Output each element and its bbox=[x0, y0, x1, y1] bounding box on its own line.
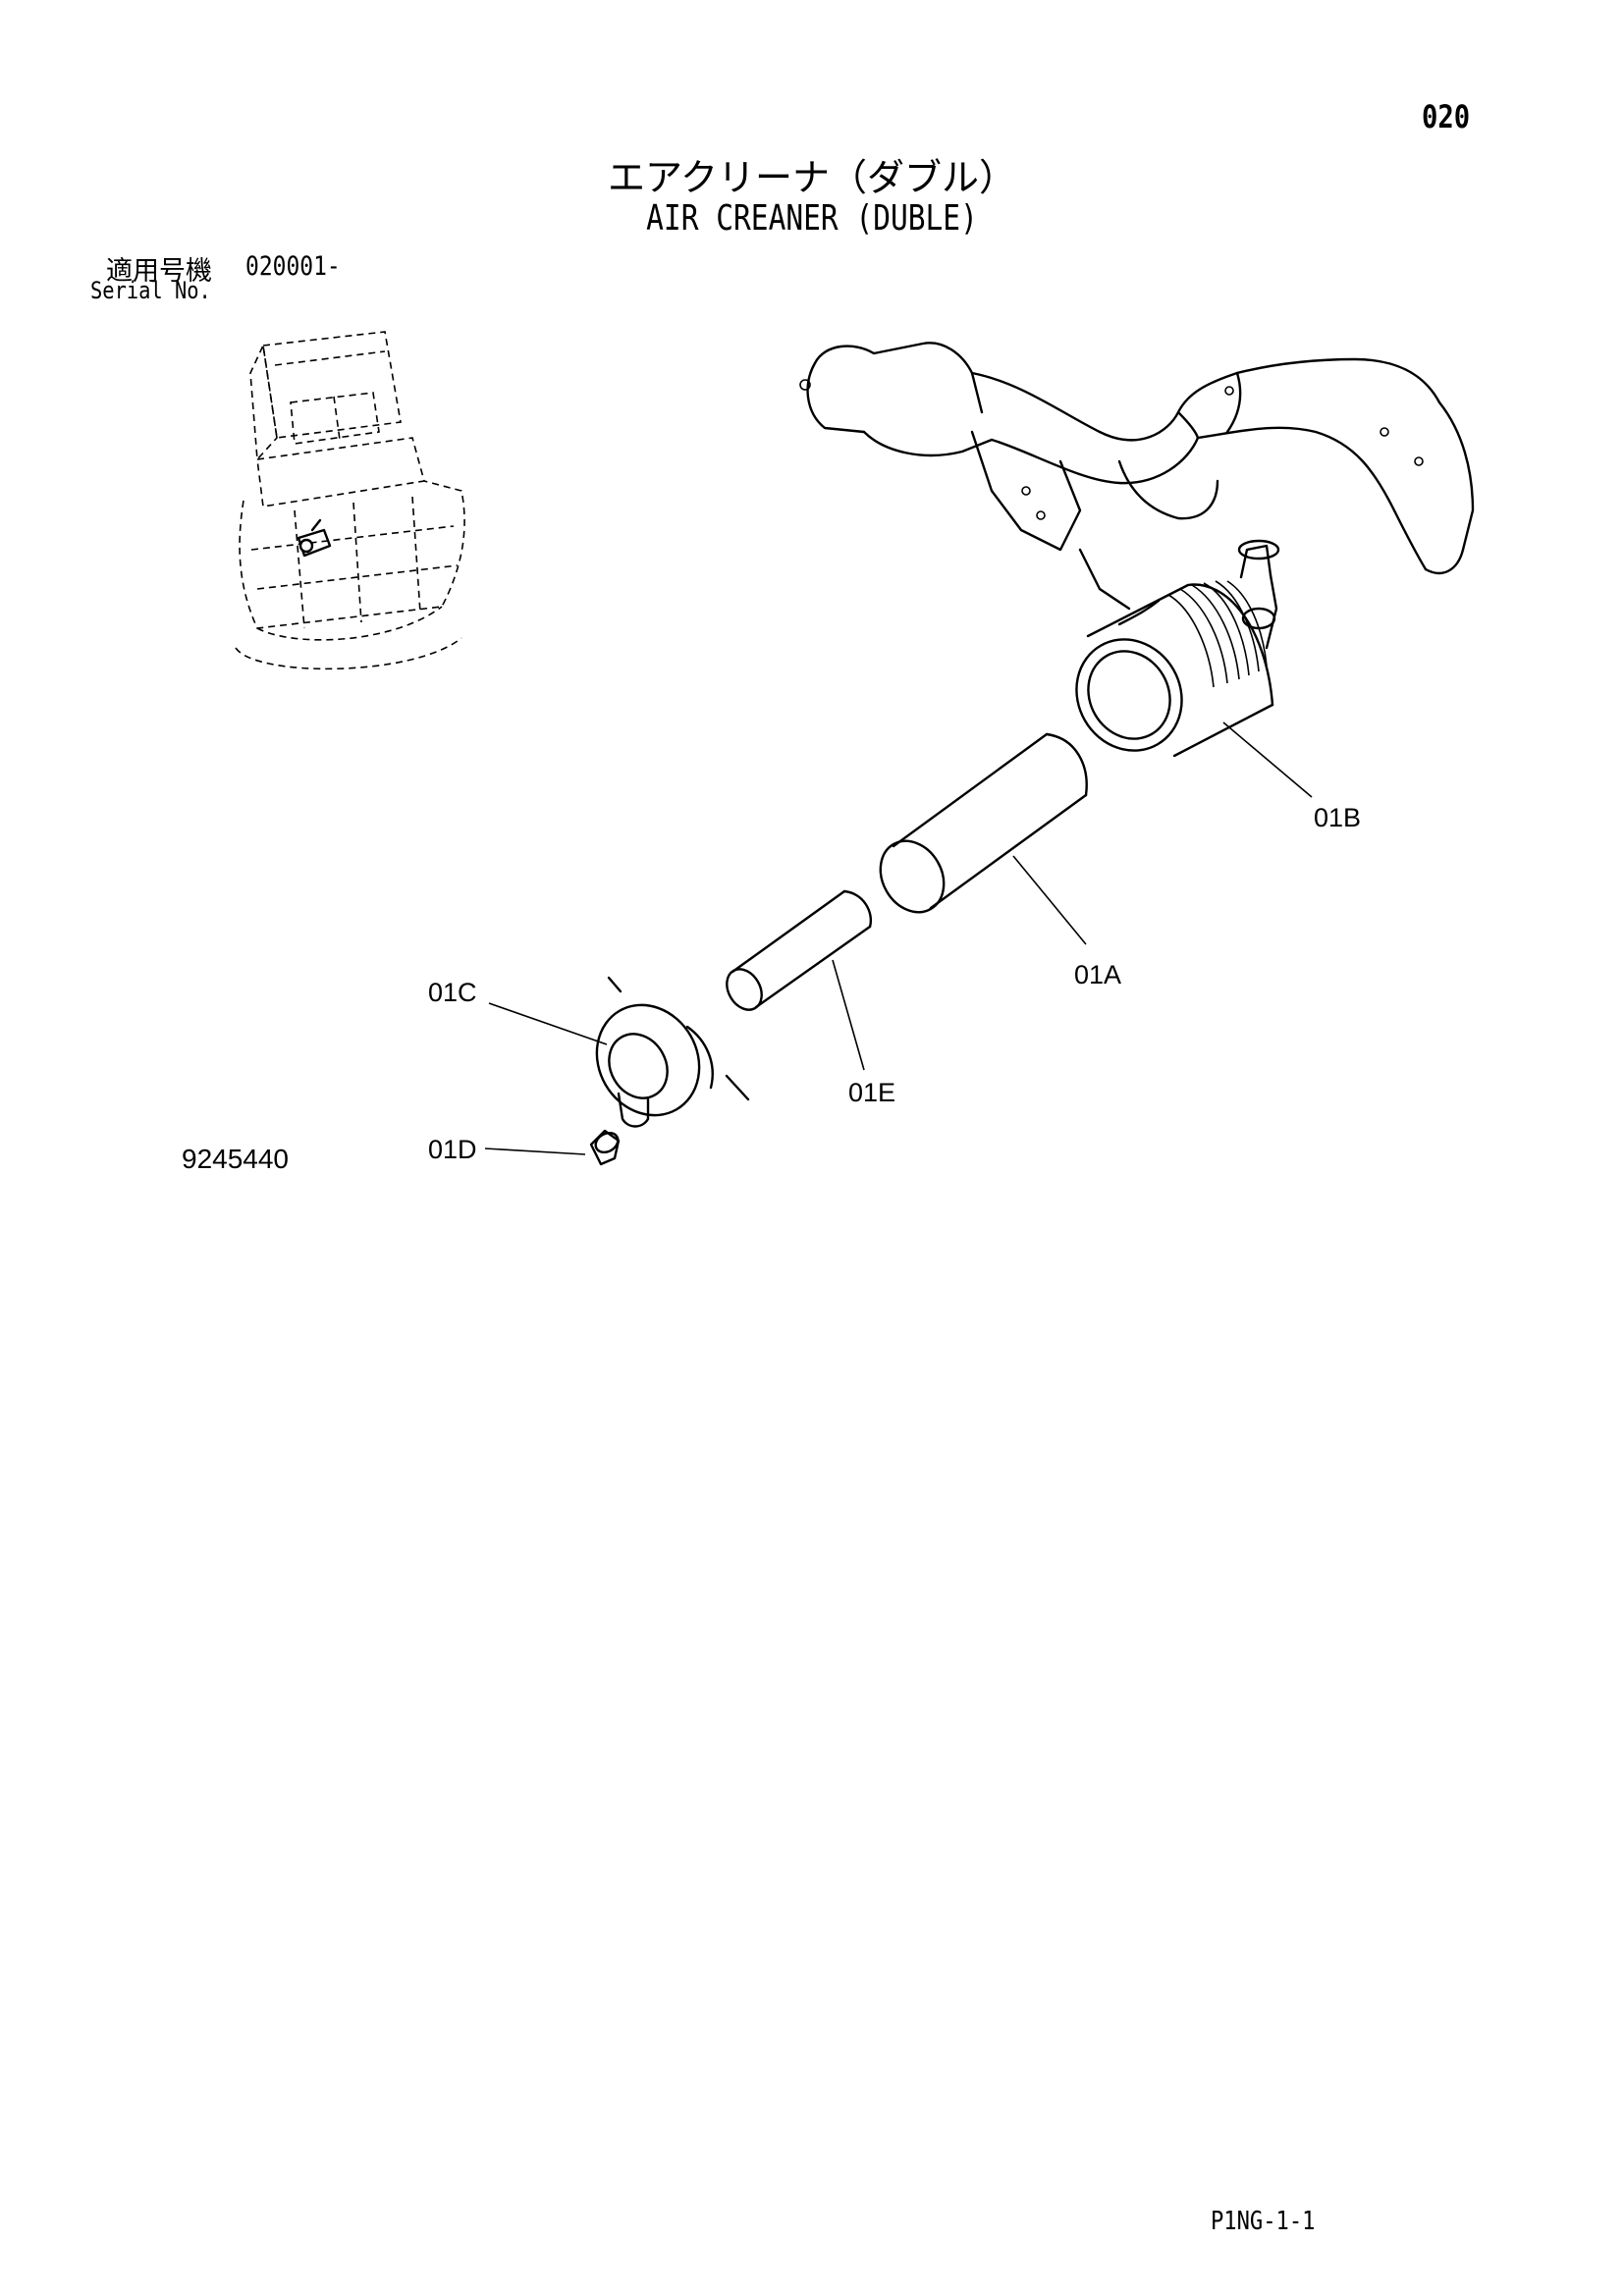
evacuator-valve bbox=[589, 1129, 621, 1166]
machine-locator-sketch bbox=[235, 331, 465, 670]
drawing-number: 9245440 bbox=[182, 1144, 290, 1174]
serial-label-japanese: 適用号機 bbox=[106, 256, 212, 287]
page-number: 020 bbox=[1422, 98, 1471, 135]
air-cleaner-body bbox=[1075, 539, 1280, 758]
callout-01d: 01D bbox=[428, 1135, 477, 1164]
title-english: AIR CREANER (DUBLE) bbox=[646, 198, 978, 239]
outer-element bbox=[879, 732, 1088, 914]
serial-value: 020001- bbox=[245, 251, 341, 282]
leader-lines bbox=[484, 721, 1313, 1155]
intake-piping bbox=[799, 342, 1475, 611]
callout-01c: 01C bbox=[428, 978, 477, 1007]
dust-cap bbox=[595, 976, 750, 1128]
title-japanese: エアクリーナ（ダブル） bbox=[607, 156, 1017, 199]
callout-01b: 01B bbox=[1314, 803, 1362, 832]
inner-element bbox=[726, 889, 873, 1011]
callout-01a: 01A bbox=[1074, 960, 1122, 989]
callout-01e: 01E bbox=[848, 1078, 896, 1107]
serial-label-english: Serial No. bbox=[90, 277, 211, 304]
page-reference: P1NG-1-1 bbox=[1211, 2207, 1316, 2236]
